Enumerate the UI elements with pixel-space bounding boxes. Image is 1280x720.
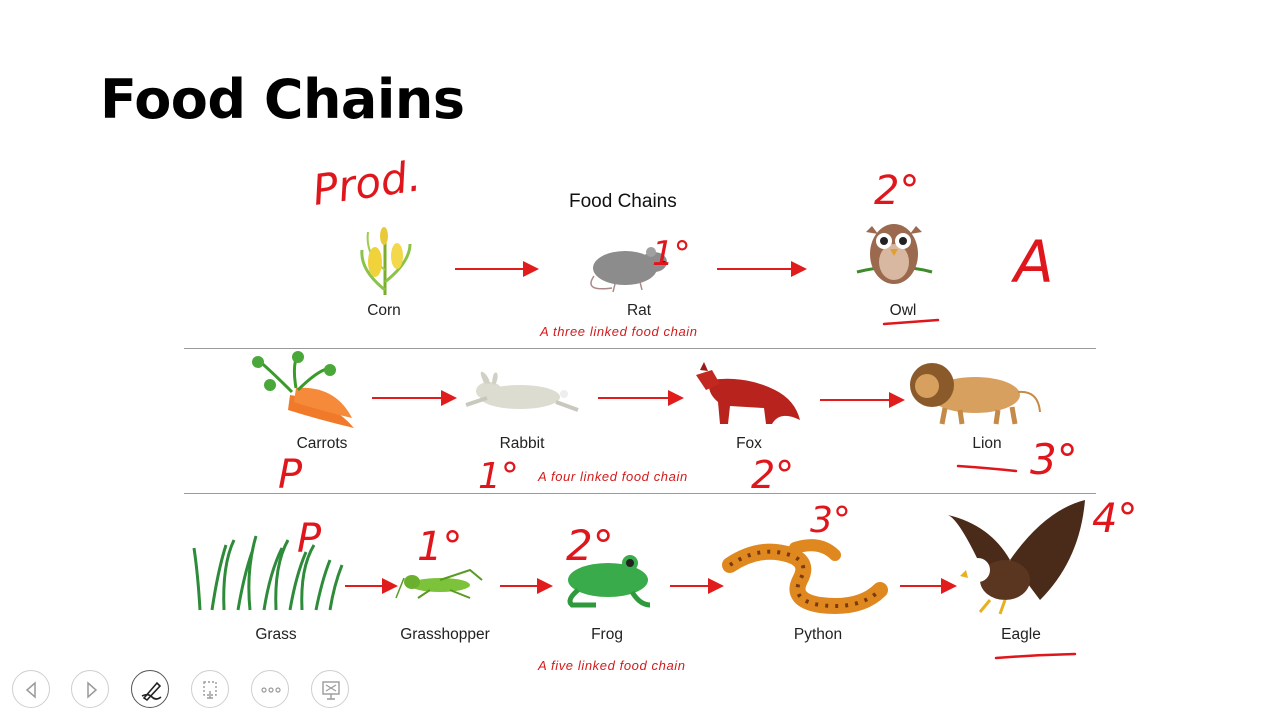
slide-overview-button[interactable] (191, 670, 229, 708)
grass-picture (192, 535, 344, 611)
fox-picture (696, 362, 800, 424)
next-slide-button[interactable] (71, 670, 109, 708)
rabbit-picture (465, 371, 579, 412)
organism-label-fox: Fox (736, 435, 762, 452)
owl-picture (856, 224, 933, 284)
row-divider-1 (184, 348, 1096, 349)
more-options-button[interactable] (251, 670, 289, 708)
chain-caption-four: A four linked food chain (538, 469, 688, 484)
chain-caption-five: A five linked food chain (538, 658, 686, 673)
carrots-picture (252, 351, 354, 428)
slide-overview-icon (203, 681, 217, 699)
diagram-title: Food Chains (569, 191, 677, 212)
organism-label-corn: Corn (367, 302, 401, 319)
chain-caption-three: A three linked food chain (540, 324, 698, 339)
ink-carrots-producer: P (278, 452, 303, 498)
more-options-icon (261, 687, 281, 693)
organism-label-eagle: Eagle (1001, 626, 1041, 643)
organism-label-rat: Rat (626, 302, 652, 319)
presenter-view-button[interactable] (311, 670, 349, 708)
slide-title: Food Chains (100, 68, 465, 131)
corn-picture (360, 227, 412, 295)
ink-dash-lion (956, 464, 1018, 473)
ink-grass-producer: P (297, 516, 322, 562)
ink-rat-primary: 1° (652, 234, 691, 274)
organism-label-frog: Frog (591, 626, 623, 643)
organism-label-carrots: Carrots (296, 435, 348, 452)
lion-picture (910, 363, 1041, 425)
previous-slide-button[interactable] (12, 670, 50, 708)
organism-label-owl: Owl (889, 302, 917, 319)
previous-slide-icon (25, 681, 36, 699)
frog-picture (567, 555, 651, 608)
organism-label-grass: Grass (255, 626, 297, 643)
pen-tool-button[interactable] (131, 670, 169, 708)
ink-underline-owl (882, 318, 940, 326)
row-divider-2 (184, 493, 1096, 494)
ink-underline-eagle (994, 652, 1077, 660)
organism-label-grasshopper: Grasshopper (400, 626, 490, 643)
pen-tool-icon (141, 681, 162, 702)
ink-python-tertiary: 3° (810, 500, 851, 541)
ink-grasshopper-primary: 1° (417, 524, 462, 570)
ink-fox-secondary: 2° (751, 453, 794, 497)
rat-picture (590, 247, 667, 293)
ink-frog-secondary: 2° (566, 521, 614, 570)
ink-producer: Prod. (310, 151, 424, 215)
organism-label-lion: Lion (972, 435, 1002, 452)
organism-label-python: Python (793, 626, 843, 643)
eagle-picture (948, 500, 1085, 615)
ink-rabbit-primary: 1° (478, 456, 519, 497)
organism-label-rabbit: Rabbit (499, 435, 545, 452)
ink-owl-secondary: 2° (874, 168, 919, 214)
presenter-view-icon (322, 681, 340, 700)
grasshopper-picture (395, 568, 483, 599)
ink-eagle-quaternary: 4° (1092, 496, 1137, 542)
next-slide-icon (87, 681, 98, 699)
python-picture (722, 539, 888, 614)
ink-owl-apex: A (1010, 228, 1054, 296)
